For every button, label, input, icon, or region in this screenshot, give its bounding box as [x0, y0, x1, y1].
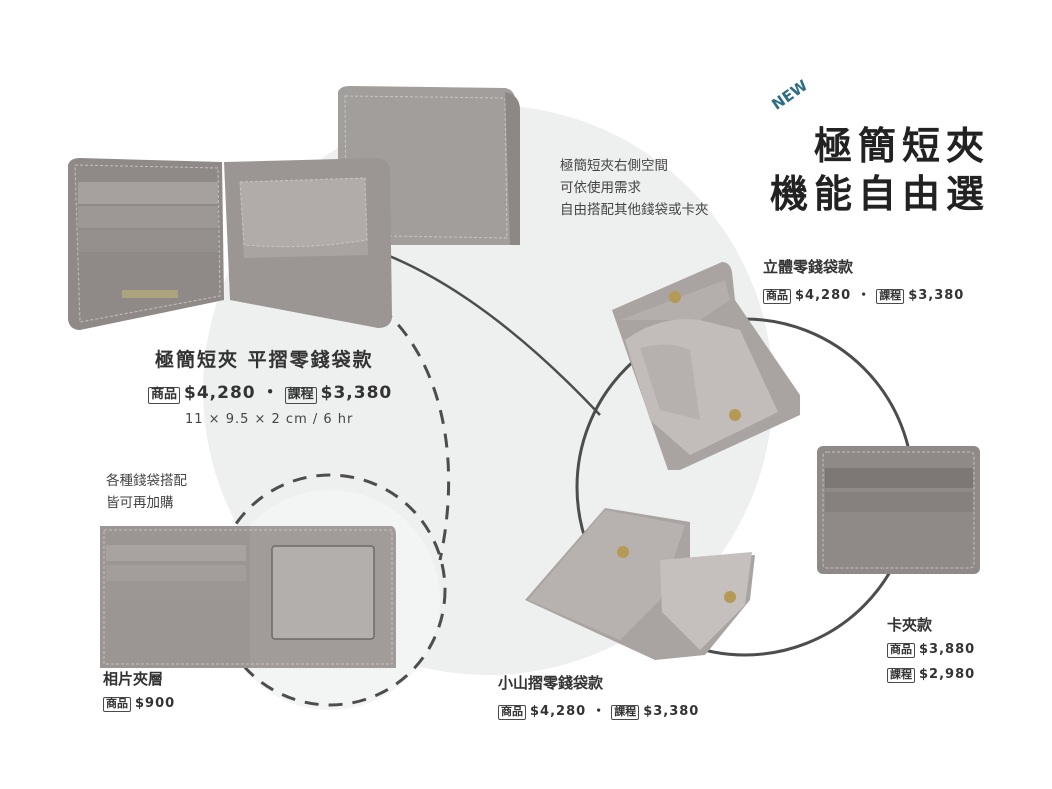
hero-note-line: 自由搭配其他錢袋或卡夾 — [560, 202, 709, 218]
main-product-dimensions: 11 × 9.5 × 2 cm / 6 hr — [185, 412, 354, 427]
cube-snap-top — [669, 291, 681, 303]
product-tag: 商品 — [887, 643, 915, 658]
course-tag: 課程 — [887, 668, 915, 683]
mountain-purse-title: 小山摺零錢袋款 — [498, 674, 604, 692]
addon-note: 各種錢袋搭配 皆可再加購 — [106, 470, 187, 514]
main-product-title: 極簡短夾 平摺零錢袋款 — [155, 349, 374, 371]
product-tag: 商品 — [498, 705, 526, 720]
course-price: $3,380 — [908, 288, 965, 303]
product-price: $4,280 — [530, 704, 587, 719]
card-holder-title: 卡夾款 — [887, 616, 933, 634]
product-tag: 商品 — [103, 697, 131, 712]
hero-title-line1: 極簡短夾 — [813, 124, 990, 168]
mountain-snap-right — [724, 591, 736, 603]
wallet-open-image — [68, 158, 392, 330]
cube-purse-image — [612, 262, 800, 470]
course-tag: 課程 — [876, 289, 905, 304]
hero-title: 極簡短夾 機能自由選 — [760, 122, 990, 218]
product-price: $3,880 — [919, 642, 976, 657]
mountain-snap-left — [617, 546, 629, 558]
photo-layer-price: $900 — [135, 696, 176, 711]
separator: ・ — [857, 288, 871, 303]
course-tag: 課程 — [611, 705, 640, 720]
photo-wallet-image — [100, 526, 396, 668]
course-tag: 課程 — [284, 387, 317, 404]
hero-title-line2: 機能自由選 — [769, 172, 990, 216]
course-price: $3,380 — [643, 704, 700, 719]
cube-snap-bottom — [729, 409, 741, 421]
hero-note: 極簡短夾右側空間 可依使用需求 自由搭配其他錢袋或卡夾 — [560, 155, 709, 221]
connector-dashed-line — [317, 273, 451, 561]
product-price: $4,280 — [795, 288, 852, 303]
product-tag: 商品 — [148, 387, 181, 404]
cube-purse-title: 立體零錢袋款 — [763, 258, 854, 276]
photo-layer-title: 相片夾層 — [103, 670, 164, 688]
photo-layer-price-row: 商品 $900 — [103, 696, 175, 712]
addon-note-line: 各種錢袋搭配 — [106, 473, 187, 489]
mountain-purse-image — [525, 508, 755, 660]
addon-note-line: 皆可再加購 — [106, 495, 174, 511]
separator: ・ — [261, 383, 279, 403]
product-tag: 商品 — [763, 289, 791, 304]
cube-purse-price-row: 商品 $4,280 ・課程$3,380 — [763, 284, 964, 304]
hero-note-line: 可依使用需求 — [560, 180, 641, 196]
main-product-prices: 商品$4,280・課程$3,380 — [148, 378, 392, 404]
card-holder-image — [817, 446, 980, 574]
mountain-purse-price-row: 商品 $4,280 ・課程$3,380 — [498, 700, 699, 720]
card-holder-product-row: 商品 $3,880 — [887, 642, 975, 658]
separator: ・ — [592, 704, 606, 719]
course-price: $3,380 — [320, 383, 393, 403]
course-price: $2,980 — [919, 667, 976, 682]
product-price: $4,280 — [184, 383, 256, 403]
wallet-logo-stamp — [122, 290, 178, 298]
card-holder-course-row: 課程 $2,980 — [887, 667, 975, 683]
hero-note-line: 極簡短夾右側空間 — [560, 158, 668, 174]
